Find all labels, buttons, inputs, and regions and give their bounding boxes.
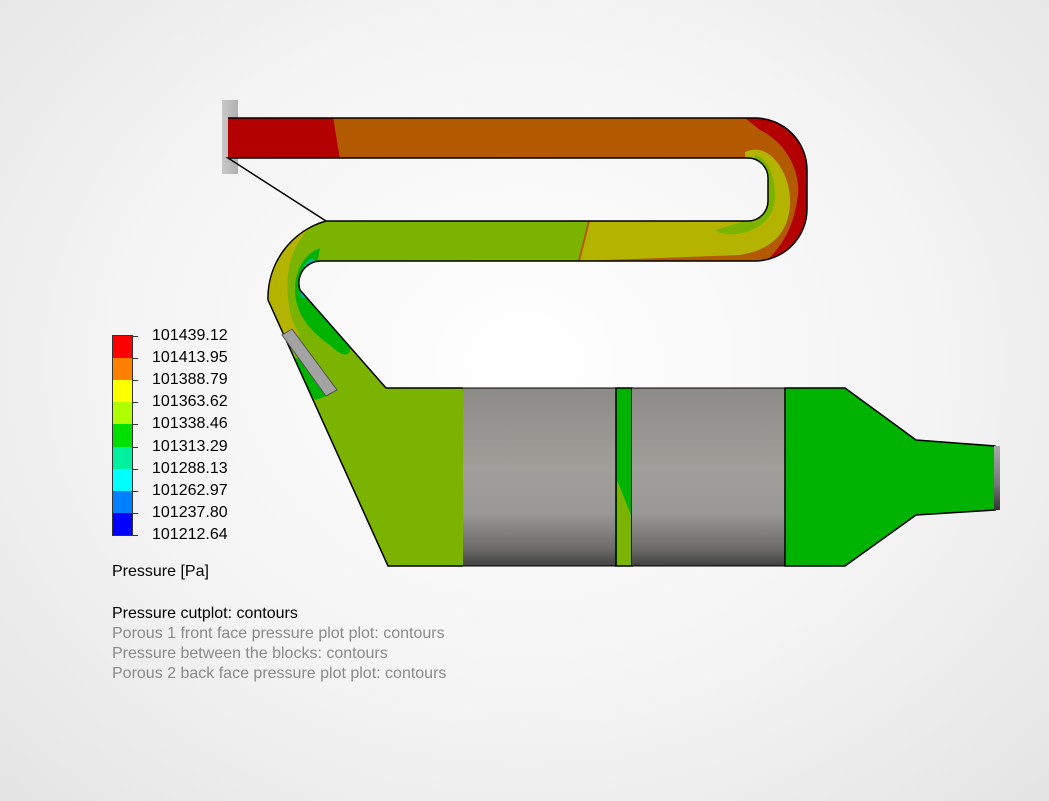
middle-pipe-left-zone <box>326 221 588 261</box>
colorbar-tick <box>133 336 138 337</box>
colorbar-tick <box>133 535 138 536</box>
colorbar-label: 101262.97 <box>152 481 228 499</box>
bend-outer-red-zone <box>735 118 807 261</box>
colorbar-swatch <box>113 424 132 447</box>
plot-list: Pressure cutplot: contours Porous 1 fron… <box>112 604 446 684</box>
lower-bend-outline <box>267 220 463 567</box>
colorbar-tick <box>133 358 138 360</box>
colorbar-swatch <box>113 468 132 491</box>
colorbar-label: 101313.29 <box>152 437 228 455</box>
colorbar-label: 101237.80 <box>152 503 228 521</box>
colorbar-tick <box>133 380 138 382</box>
baffle-plate <box>281 328 338 397</box>
lower-bend-contours <box>267 221 463 566</box>
bend-yellow-zone <box>580 149 791 261</box>
colorbar-swatch <box>113 336 132 359</box>
colorbar-label: 101413.95 <box>152 349 228 367</box>
between-blocks-lightgreen <box>617 480 631 566</box>
colorbar-swatch <box>113 512 132 535</box>
porous-block-2 <box>632 388 785 566</box>
colorbar-label: 101363.62 <box>152 393 228 411</box>
colorbar-swatch <box>113 402 132 425</box>
colorbar-tick <box>133 424 138 426</box>
colorbar-label: 101212.64 <box>152 526 228 543</box>
colorbar-swatch <box>113 358 132 381</box>
colorbar-swatch <box>113 490 132 513</box>
colorbar-tick <box>133 490 138 492</box>
outlet-near-green <box>290 355 330 400</box>
inlet-red-zone <box>228 118 340 160</box>
colorbar-tick <box>133 446 138 448</box>
porous-block-1 <box>463 388 616 566</box>
outlet-flange <box>994 446 1000 510</box>
plot-item[interactable]: Pressure between the blocks: contours <box>112 645 388 662</box>
plot-item[interactable]: Porous 2 back face pressure plot plot: c… <box>112 665 447 682</box>
colorbar-label: 101388.79 <box>152 371 228 389</box>
colorbar <box>112 335 133 536</box>
unit-label: Pressure [Pa] <box>112 563 209 580</box>
colorbar-swatch <box>113 446 132 469</box>
colorbar-tick <box>133 512 138 514</box>
plot-item[interactable]: Pressure cutplot: contours <box>112 605 298 622</box>
colorbar-label: 101288.13 <box>152 459 228 477</box>
colorbar-swatch <box>113 380 132 403</box>
colorbar-tick <box>133 402 138 404</box>
plot-item[interactable]: Porous 1 front face pressure plot plot: … <box>112 625 445 642</box>
colorbar-tick <box>133 468 138 470</box>
upper-pipe-outline <box>225 117 808 262</box>
colorbar-label: 101439.12 <box>152 327 228 344</box>
colorbar-label: 101338.46 <box>152 415 228 433</box>
outlet-cone <box>784 387 996 567</box>
